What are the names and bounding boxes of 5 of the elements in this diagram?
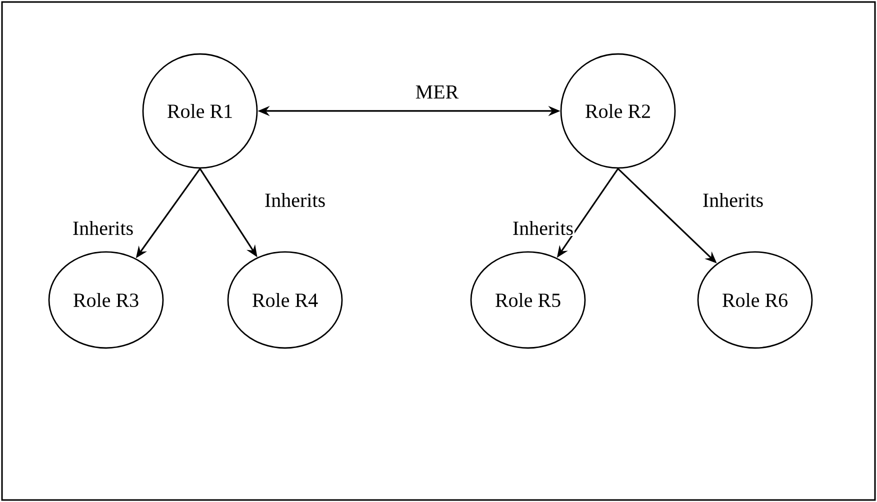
- edge-label: Inherits: [71, 220, 135, 236]
- edge-label: Inherits: [701, 192, 765, 208]
- edge-label: MER: [414, 84, 460, 100]
- edge-label: Inherits: [263, 192, 327, 208]
- edge-label: Inherits: [511, 220, 575, 236]
